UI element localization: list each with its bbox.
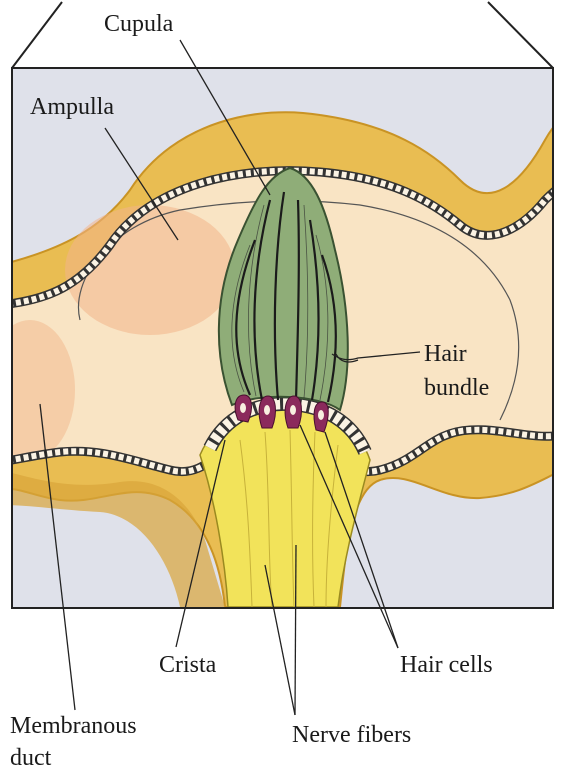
label-hair-cells: Hair cells [400,652,493,678]
label-hair-bundle-line1: Hair [424,341,467,367]
label-cupula: Cupula [104,11,174,37]
zoom-indicator [12,2,553,68]
label-hair-bundle-line2: bundle [424,375,489,401]
label-membranous-duct-line2: duct [10,745,52,771]
label-ampulla: Ampulla [30,94,114,120]
label-nerve-fibers: Nerve fibers [292,722,411,748]
label-crista: Crista [159,652,217,678]
label-membranous-duct-line1: Membranous [10,713,137,739]
